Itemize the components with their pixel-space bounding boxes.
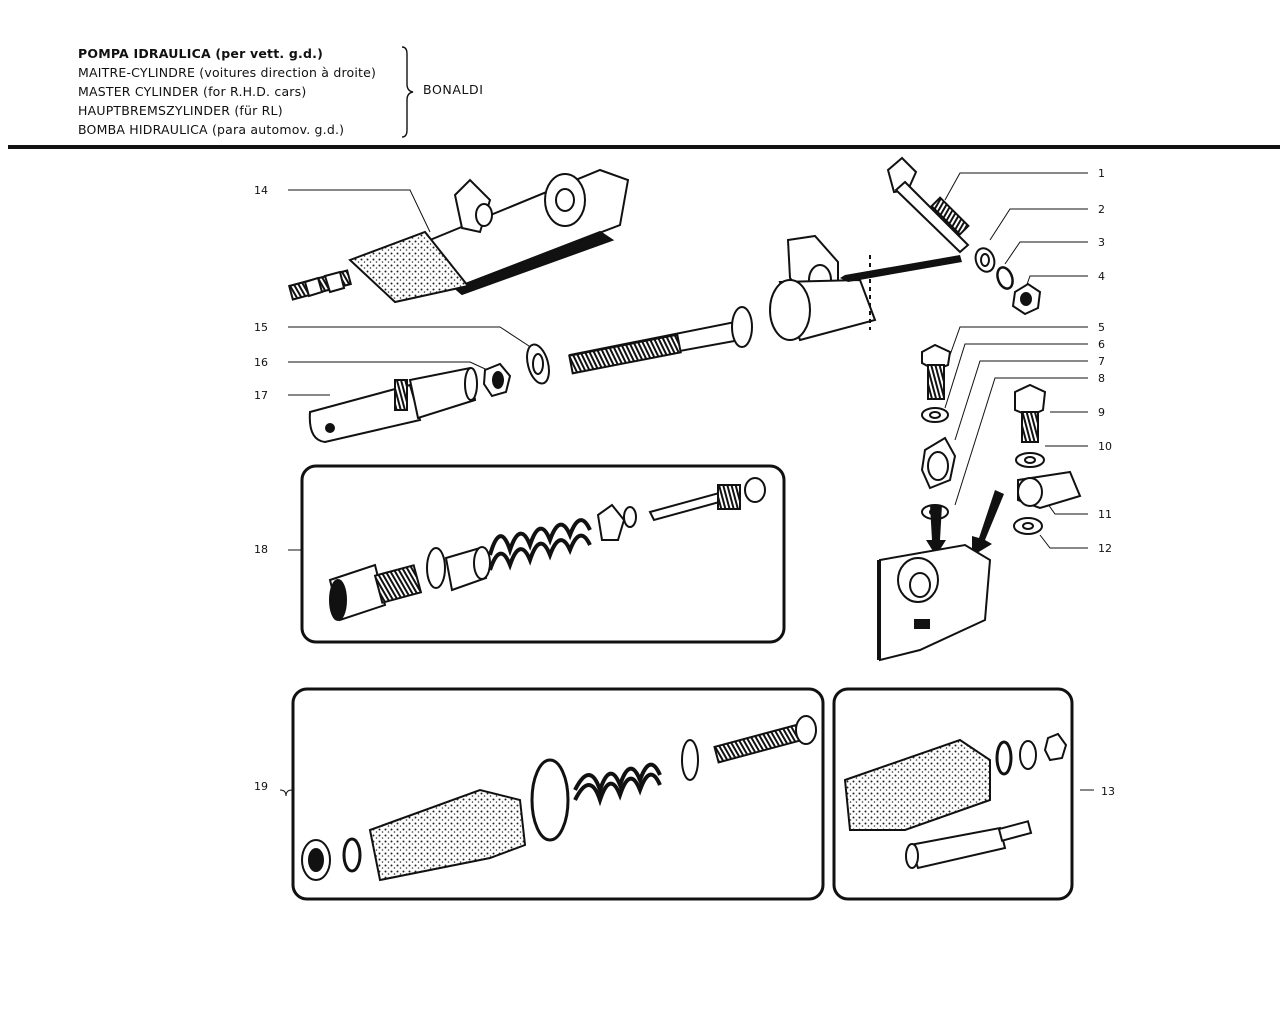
callout-1: 1 bbox=[1098, 167, 1105, 180]
part-16-nut bbox=[482, 362, 512, 398]
kit-13-parts bbox=[843, 732, 1068, 870]
callout-19: 19 bbox=[254, 780, 268, 793]
part-arrow-2 bbox=[926, 505, 946, 556]
leader-lines bbox=[288, 172, 1088, 551]
callout-10: 10 bbox=[1098, 440, 1112, 453]
part-9-banjo-bolt bbox=[1014, 383, 1047, 443]
callout-2: 2 bbox=[1098, 203, 1105, 216]
kit-19-frame bbox=[291, 687, 825, 901]
title-english: MASTER CYLINDER (for R.H.D. cars) bbox=[78, 84, 307, 99]
callout-6: 6 bbox=[1098, 338, 1105, 351]
callout-13: 13 bbox=[1101, 785, 1115, 798]
part-11-banjo-union bbox=[1017, 470, 1082, 510]
header-rule bbox=[8, 145, 1280, 149]
part-arrow-3 bbox=[972, 490, 1004, 556]
kit-18-frame bbox=[300, 464, 786, 644]
manufacturer-name: BONALDI bbox=[423, 82, 484, 97]
kit-18-parts bbox=[328, 477, 766, 622]
title-italian: POMPA IDRAULICA (per vett. g.d.) bbox=[78, 46, 324, 61]
callout-15: 15 bbox=[254, 321, 268, 334]
part-5-banjo-bolt bbox=[921, 343, 952, 400]
callout-7: 7 bbox=[1098, 355, 1105, 368]
callout-9: 9 bbox=[1098, 406, 1105, 419]
title-brace bbox=[401, 46, 414, 138]
part-6-washer bbox=[921, 407, 949, 423]
title-block: POMPA IDRAULICA (per vett. g.d.) MAITRE-… bbox=[78, 44, 376, 139]
kit-19-parts bbox=[301, 715, 817, 882]
callout-11: 11 bbox=[1098, 508, 1112, 521]
callout-8: 8 bbox=[1098, 372, 1105, 385]
callout-16: 16 bbox=[254, 356, 268, 369]
part-12-washer bbox=[1013, 517, 1043, 535]
part-cylinder-mounting-section bbox=[769, 234, 877, 342]
title-spanish: BOMBA HIDRAULICA (para automov. g.d.) bbox=[78, 122, 345, 137]
part-14-master-cylinder-assembly bbox=[287, 168, 630, 304]
callout-5: 5 bbox=[1098, 321, 1105, 334]
part-7-banjo-union bbox=[920, 436, 957, 490]
callout-4: 4 bbox=[1098, 270, 1105, 283]
kit-13-frame bbox=[832, 687, 1074, 901]
title-french: MAITRE-CYLINDRE (voitures direction à dr… bbox=[78, 65, 377, 80]
part-cylinder-body-outlets bbox=[877, 543, 992, 662]
part-1-bolt bbox=[886, 156, 970, 254]
part-long-bolt bbox=[568, 306, 753, 375]
title-german: HAUPTBREMSZYLINDER (für RL) bbox=[78, 103, 283, 118]
callout-18: 18 bbox=[254, 543, 268, 556]
part-arrow-1 bbox=[840, 255, 962, 282]
part-2-washer bbox=[974, 247, 996, 273]
part-3-spring-washer bbox=[996, 266, 1014, 290]
brace-19 bbox=[279, 789, 293, 797]
callout-12: 12 bbox=[1098, 542, 1112, 555]
callout-3: 3 bbox=[1098, 236, 1105, 249]
part-10-washer bbox=[1015, 452, 1045, 468]
part-4-nut bbox=[1011, 282, 1042, 316]
part-15-circlip bbox=[526, 343, 550, 385]
callout-14: 14 bbox=[254, 184, 268, 197]
part-17-pushrod-fork bbox=[308, 366, 478, 444]
callout-17: 17 bbox=[254, 389, 268, 402]
